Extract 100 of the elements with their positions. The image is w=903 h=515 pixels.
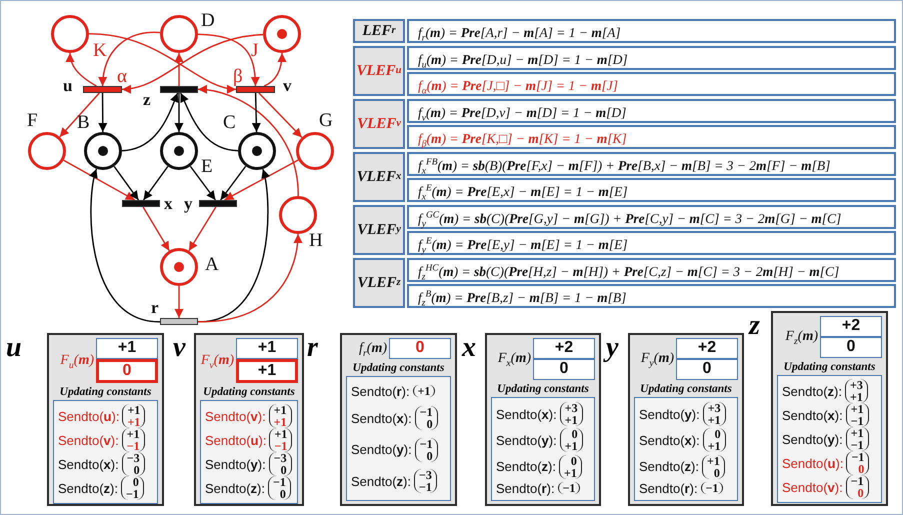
transition-label: x bbox=[164, 195, 172, 212]
arrow bbox=[88, 33, 236, 93]
place-label: K bbox=[93, 41, 107, 60]
place-label: F bbox=[27, 111, 38, 130]
arrow bbox=[63, 160, 136, 201]
value-cell: +2 bbox=[820, 316, 882, 337]
place-label: B bbox=[77, 113, 90, 132]
sendto-label: Sendto(y): bbox=[496, 432, 557, 448]
value-cell: +1 bbox=[96, 338, 158, 359]
transition-bar bbox=[122, 200, 160, 207]
vector-entry: −1 bbox=[273, 476, 286, 488]
sendto-label: Sendto(u): bbox=[58, 408, 120, 424]
sendto-label: Sendto(z): bbox=[205, 480, 265, 496]
vector-entry: 0 bbox=[280, 488, 286, 500]
place-circle bbox=[160, 132, 198, 170]
place-circle bbox=[296, 132, 334, 170]
vector-entry: +1 bbox=[274, 404, 287, 416]
value-cell: 0 bbox=[676, 359, 738, 380]
vector-entry: +1 bbox=[850, 391, 863, 403]
function-label: F$_{z}$(m) bbox=[785, 329, 818, 345]
arrow bbox=[98, 32, 160, 86]
vector-entry: +1 bbox=[850, 427, 864, 439]
sendto-label: Sendto(y): bbox=[782, 432, 843, 446]
vector-entry: 0 bbox=[134, 464, 140, 476]
transition-label: y bbox=[184, 195, 192, 212]
sendto-label: Sendto(v): bbox=[782, 480, 843, 494]
formula-cell: f$_{x}$$^{E}$(m) = Pre[E,x] − m[E] = 1 − m[E] bbox=[407, 178, 896, 202]
value-cell: +1 bbox=[236, 338, 298, 359]
arrow bbox=[198, 34, 260, 86]
place-circle bbox=[160, 248, 198, 286]
vector-entry: +1 bbox=[274, 428, 288, 440]
transition-label: u bbox=[63, 77, 72, 94]
function-label: f$_{r}$(m) bbox=[359, 340, 387, 356]
place-label: G bbox=[319, 111, 333, 130]
transition-bar bbox=[83, 86, 122, 93]
arrow bbox=[174, 93, 184, 132]
sendto-label: Sendto(z): bbox=[639, 459, 699, 474]
vector-entry: −1 bbox=[419, 481, 432, 494]
vector-entry: 0 bbox=[572, 428, 578, 440]
value-cell: 0 bbox=[820, 337, 882, 358]
transition-label: z bbox=[143, 91, 151, 108]
vector-entry: −1 bbox=[850, 439, 864, 451]
sendto-label: Sendto(u): bbox=[782, 456, 844, 470]
transition-bar bbox=[236, 86, 275, 93]
formula-cell: f$_{r}$(m) = Pre[A,r] − m[A] = 1 − m[A] bbox=[407, 19, 896, 43]
place-circle bbox=[28, 132, 66, 170]
value-cell: +2 bbox=[533, 338, 595, 359]
place-circle bbox=[84, 132, 122, 170]
vector-entry: 0 bbox=[858, 463, 864, 475]
sendto-label: Sendto(r): bbox=[351, 384, 410, 399]
transition-label: β bbox=[233, 67, 243, 86]
vector-entry: +1 bbox=[126, 428, 140, 440]
arrow bbox=[122, 34, 264, 93]
place-circle bbox=[263, 15, 301, 53]
vector-entry: +1 bbox=[850, 403, 864, 415]
vector-entry: −3 bbox=[419, 469, 432, 482]
arrow bbox=[188, 206, 216, 252]
vector-entry: +3 bbox=[564, 402, 578, 414]
sendto-label: Sendto(x): bbox=[782, 408, 843, 422]
transition-bar bbox=[160, 86, 198, 93]
transition-label: α bbox=[117, 67, 127, 86]
arrow bbox=[98, 93, 108, 132]
arrow bbox=[252, 92, 261, 132]
value-cell: 0 bbox=[533, 359, 595, 380]
vector-entry: 0 bbox=[714, 428, 721, 440]
arrow bbox=[174, 286, 184, 318]
arrow bbox=[122, 92, 179, 152]
sendto-label: Sendto(v): bbox=[58, 432, 119, 448]
section-heading: Updating constants bbox=[202, 386, 296, 398]
place-circle bbox=[51, 15, 89, 53]
arrow bbox=[258, 92, 302, 138]
formula-cell: f$_{α}$(m) = Pre[J,□] − m[J] = 1 − m[J] bbox=[407, 72, 896, 96]
value-cell: 0 bbox=[96, 359, 158, 383]
sendto-label: Sendto(y): bbox=[351, 442, 412, 458]
vector-entry: 0 bbox=[858, 487, 864, 499]
sendto-label: Sendto(z): bbox=[58, 480, 118, 496]
sendto-label: Sendto(z): bbox=[782, 384, 842, 398]
vector-entry: −1 bbox=[420, 438, 433, 450]
vector-entry: −1 bbox=[274, 440, 288, 452]
formula-cell: f$_{x}$$^{FB}$(m) = sb(B)(Pre[F,x] − m[F]) + Pre[B,x] − m[B] = 3 − 2m[F] − m[B] bbox=[407, 152, 896, 176]
vector-entry: −1 bbox=[420, 406, 433, 418]
vector-entry: +1 bbox=[564, 414, 578, 426]
section-heading: Updating constants bbox=[352, 362, 446, 374]
section-heading: Updating constants bbox=[496, 383, 590, 395]
vector-entry: +1 bbox=[564, 466, 577, 479]
arrow bbox=[59, 92, 100, 138]
section-heading: Updating constants bbox=[58, 386, 152, 398]
formula-cell: f$_{z}$$^{HC}$(m) = sb(C)(Pre[H,z] − m[H]) + Pre[C,z] − m[C] = 3 − 2m[H] − m[C] bbox=[407, 258, 896, 282]
function-label: F$_{y}$(m) bbox=[640, 351, 674, 367]
function-label: F$_{u}$(m) bbox=[60, 352, 94, 368]
panel-letter: z bbox=[749, 312, 760, 340]
vector-entry: +1 bbox=[564, 440, 578, 452]
vector-entry: +1 bbox=[127, 416, 140, 428]
place-label: H bbox=[309, 231, 323, 250]
vector-entry: −1 bbox=[851, 451, 864, 463]
sendto-label: Sendto(r): bbox=[639, 480, 698, 496]
vector-entry: −1 bbox=[126, 488, 139, 500]
place-circle bbox=[160, 15, 198, 53]
vector-entry: 0 bbox=[426, 450, 433, 462]
vector-entry: 0 bbox=[280, 464, 287, 476]
